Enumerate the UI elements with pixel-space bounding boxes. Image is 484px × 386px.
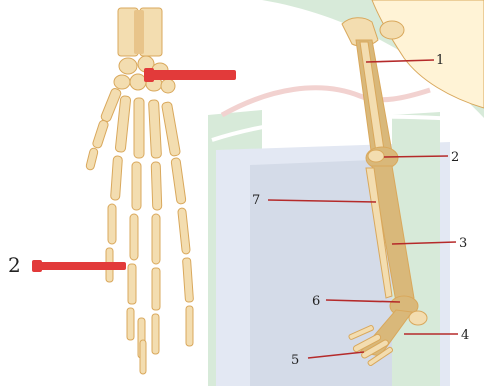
little-phalanx [182, 258, 193, 302]
index-phalanx [110, 156, 122, 201]
label-4: 4 [461, 328, 469, 343]
hand-skeleton [85, 8, 193, 374]
label-5: 5 [291, 353, 299, 368]
hand-label: 2 [8, 253, 21, 277]
little-phalanx [178, 208, 191, 255]
carpal-bone [161, 79, 175, 93]
carpal-bone [119, 58, 137, 74]
middle-metacarpal [134, 98, 144, 158]
middle-phalanx [130, 214, 138, 260]
label-7: 7 [252, 193, 260, 208]
index-phalanx [108, 204, 116, 244]
wrist-pointer-arrow [146, 70, 236, 80]
middle-phalanx [127, 308, 134, 340]
hip-joint [380, 21, 404, 39]
finger-tip [140, 340, 146, 374]
index-metacarpal [115, 96, 131, 153]
carpal-bone [130, 74, 146, 90]
hand-forearm-shade [134, 10, 144, 54]
ring-phalanx [152, 314, 159, 354]
thumb-phalanx [85, 147, 98, 170]
finger-pointer-tip [32, 260, 42, 272]
thumb-phalanx [92, 119, 109, 148]
label-6: 6 [312, 294, 320, 309]
little-phalanx [186, 306, 193, 346]
ring-phalanx [152, 214, 160, 264]
label-3: 3 [459, 236, 467, 251]
middle-phalanx [128, 264, 136, 304]
label-2: 2 [451, 150, 459, 165]
ring-phalanx [151, 162, 162, 210]
patella-bone [368, 150, 384, 162]
ring-phalanx [152, 268, 160, 310]
finger-pointer-arrow [38, 262, 126, 270]
label-1: 1 [436, 53, 444, 68]
middle-phalanx [132, 162, 141, 210]
ring-metacarpal [148, 100, 161, 158]
carpal-bone [114, 75, 130, 89]
leader-line-2 [384, 156, 448, 157]
little-phalanx [171, 158, 186, 205]
wrist-pointer-tip [144, 68, 154, 82]
little-metacarpal [161, 102, 180, 157]
